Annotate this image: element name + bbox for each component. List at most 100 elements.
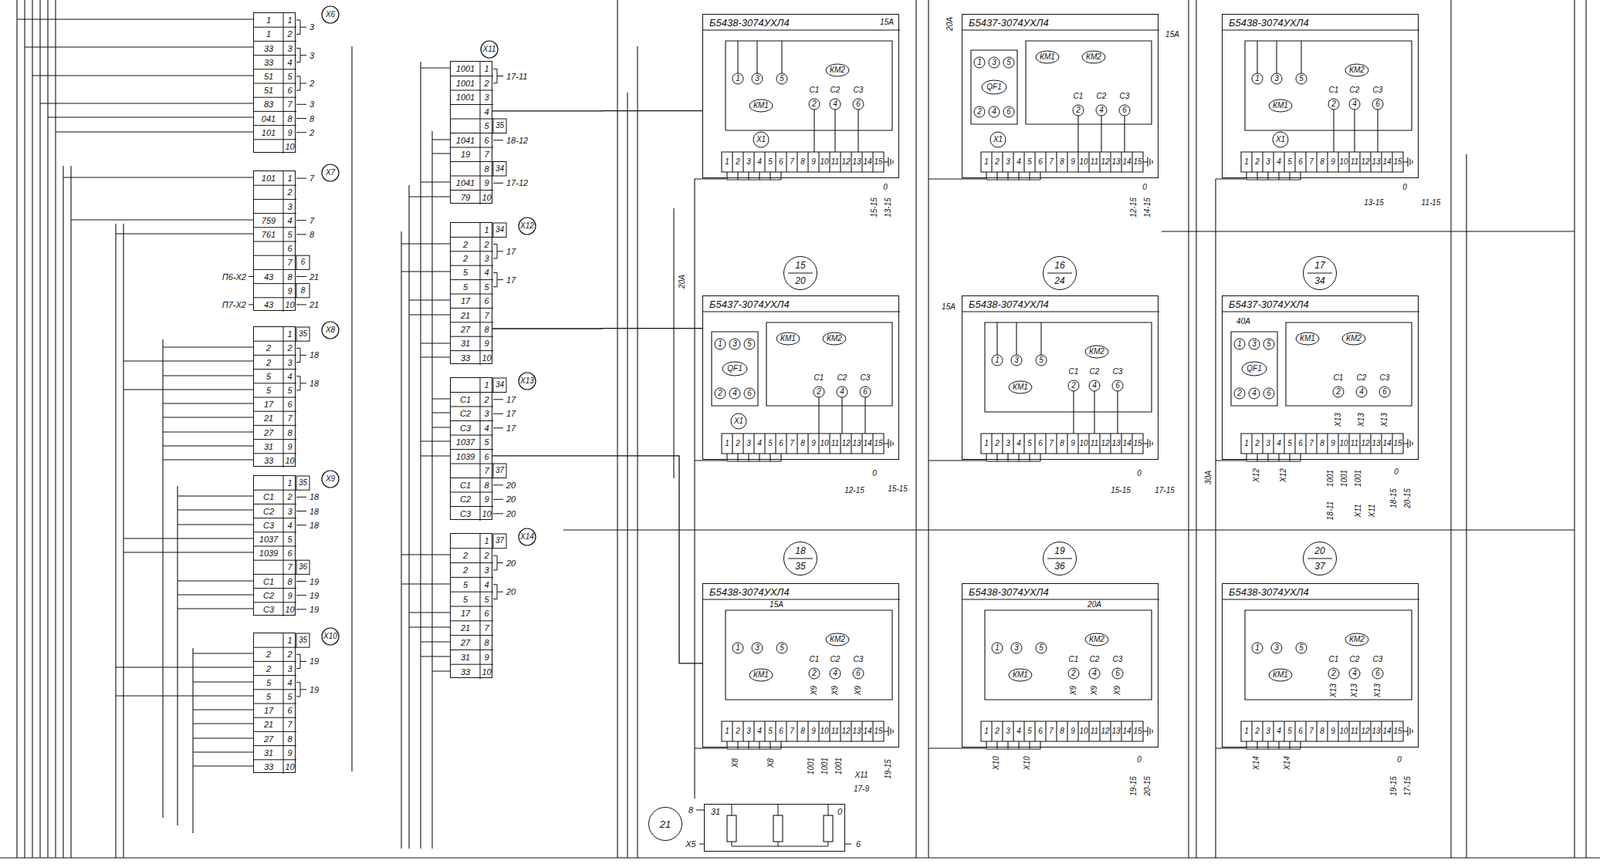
- pin-number: 3: [1005, 158, 1011, 166]
- source-reference: П7-X2: [221, 300, 247, 309]
- wire-reference: 13-15: [1363, 199, 1385, 207]
- wire-destination: 20: [505, 480, 517, 490]
- breaker-symbol: [1241, 361, 1267, 376]
- connector-label: X1: [734, 417, 744, 426]
- wire-number: C3: [460, 423, 471, 433]
- pin-number: 3: [1265, 158, 1271, 166]
- module-drawing: [962, 14, 1160, 180]
- pin-number: 1: [724, 158, 730, 166]
- pin-number: 8: [1319, 727, 1325, 736]
- pin-number: 2: [994, 727, 1000, 736]
- contact-number: 6: [1115, 382, 1120, 390]
- contact-circle: [732, 642, 744, 654]
- terminal-number: 1: [287, 16, 292, 25]
- wire-number: 1037: [259, 534, 278, 544]
- position-number: 17: [1314, 260, 1325, 271]
- wire-reference: X9: [1090, 685, 1099, 697]
- contact-number: 6: [1115, 669, 1120, 678]
- terminal-number: 7: [287, 100, 292, 109]
- pin-number: 7: [1309, 439, 1314, 448]
- contact-number: 3: [1251, 340, 1257, 349]
- pin-number: 10: [1339, 158, 1348, 166]
- contact-circle: [991, 642, 1003, 654]
- wire-number: 21: [460, 311, 471, 320]
- wire-destination: 20: [505, 509, 517, 518]
- pin-number: 1: [1244, 158, 1249, 166]
- pin-number: 8: [800, 439, 806, 448]
- module-lines: [962, 30, 1160, 180]
- wire-number: 21: [263, 720, 274, 730]
- wire-number: C1: [263, 493, 274, 502]
- wire-number: 79: [460, 192, 471, 202]
- pin-number: 12: [1100, 727, 1110, 736]
- terminal-number: 9: [483, 495, 489, 505]
- terminal-number: 10: [481, 509, 491, 518]
- pin-number: 4: [1016, 158, 1022, 166]
- module-drawing: [962, 584, 1160, 749]
- wire-number: 21: [263, 414, 274, 423]
- terminal-number: 1: [483, 226, 489, 235]
- contact-number: 4: [991, 108, 997, 116]
- wire-destination: 18-12: [505, 135, 529, 145]
- wire-connector: [492, 456, 703, 664]
- contact-circle: [988, 106, 1000, 118]
- pin-number: 8: [1319, 158, 1325, 166]
- wire-number: 1039: [456, 452, 475, 461]
- wire-reference: X14: [1283, 755, 1292, 772]
- wire-destination: 20: [505, 495, 517, 505]
- contactor-symbol: [1085, 633, 1109, 647]
- terminal-number: 4: [483, 580, 489, 589]
- contact-circle: [751, 642, 763, 654]
- strip-lines: [253, 327, 307, 468]
- phase-label: C1: [1068, 368, 1080, 376]
- position-number: 15: [794, 260, 806, 271]
- terminal-number: 6: [287, 706, 292, 716]
- pin-number: 5: [1287, 727, 1293, 736]
- resistor-drawing: [704, 805, 846, 853]
- wire-number: 5: [266, 678, 271, 687]
- contact-number: 1: [994, 356, 1000, 365]
- terminal-number: 8: [483, 325, 489, 335]
- contactor-label: КМ1: [753, 671, 769, 680]
- wire-number: 33: [263, 456, 274, 465]
- wire-reference: 19-15: [1390, 775, 1398, 798]
- wire-reference: 40А: [1235, 317, 1252, 326]
- terminal-number: 7: [287, 563, 292, 572]
- pin-number: 2: [735, 439, 741, 448]
- wire-destination: 18: [308, 493, 320, 502]
- contact-circle: [1332, 386, 1344, 398]
- terminal-number: 2: [287, 493, 292, 502]
- wire-reference: 19-15: [884, 758, 893, 781]
- pin-number: 4: [1276, 439, 1282, 448]
- contactor-symbol: [1342, 332, 1366, 346]
- wire-number: 51: [263, 71, 274, 81]
- wire-number: 1041: [456, 135, 475, 145]
- contact-circle: [1356, 386, 1367, 398]
- contact-number: 1: [1254, 74, 1260, 83]
- terminal-number: 9: [483, 652, 489, 662]
- phase-label: C1: [809, 86, 820, 95]
- sheet-number: 37: [1314, 561, 1325, 572]
- contact-number: 1: [735, 644, 741, 653]
- pin-number: 14: [862, 727, 872, 736]
- wire-number: 5: [463, 580, 468, 589]
- pin-number: 15: [1133, 727, 1142, 736]
- phase-label: C2: [1089, 368, 1100, 376]
- contact-circle: [732, 73, 744, 85]
- terminal-number: 8: [287, 428, 292, 437]
- contact-number: 1: [735, 74, 741, 83]
- resistor-symbol: [727, 815, 737, 843]
- wire-reference: X9: [854, 685, 863, 697]
- contactor-symbol: [1008, 381, 1032, 394]
- pin-number: 14: [1382, 727, 1391, 736]
- wire-number: 17: [460, 609, 471, 619]
- phase-label: C3: [1119, 92, 1130, 101]
- module-block: Б5438-3074УХЛ4135КМ1КМ2C1C2C324612345678…: [961, 295, 1159, 461]
- terminal-number: 1: [483, 537, 489, 546]
- wire-reference: 1001: [1354, 469, 1363, 488]
- position-number: 16: [1054, 260, 1065, 271]
- contactor-label: КМ1: [753, 101, 769, 110]
- wire-number: 041: [261, 114, 276, 123]
- contactor-symbol: [1082, 50, 1106, 64]
- terminal-number: 7: [483, 311, 489, 320]
